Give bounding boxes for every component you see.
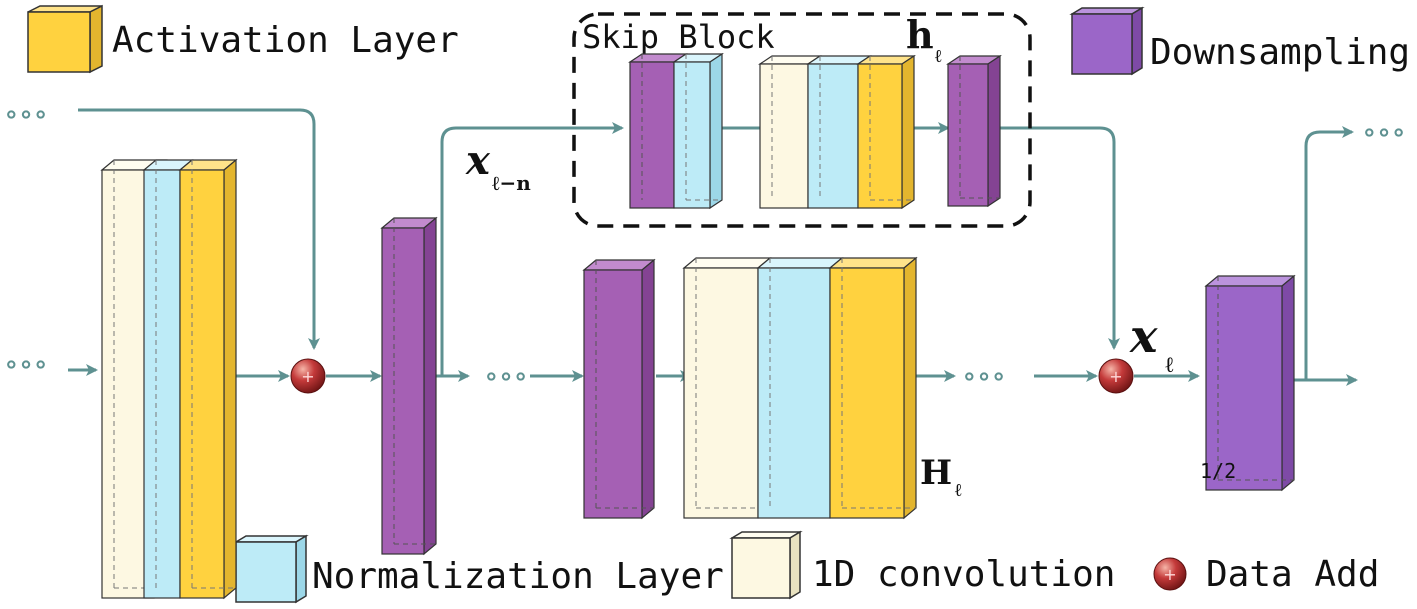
- x-prev-label: x ℓ−n: [465, 137, 531, 195]
- arrow-skip-branch: [440, 122, 624, 376]
- legend-activation-label: Activation Layer: [112, 20, 459, 61]
- skip-block: Skip Block: [572, 12, 1032, 228]
- x-label: x ℓ: [1129, 309, 1175, 378]
- half-label: 1/2: [1200, 459, 1236, 483]
- add-node-2: +: [1098, 358, 1134, 394]
- legend-normalization: Normalization Layer: [233, 534, 724, 604]
- arrow-final-branch: [1304, 126, 1354, 380]
- skip-norm-layer-1: [672, 52, 724, 210]
- svg-text:ℓ: ℓ: [954, 480, 963, 501]
- ellipsis-mid: ∘∘∘: [484, 359, 528, 394]
- skip-block-border: [572, 12, 1032, 228]
- svg-text:x: x: [465, 137, 491, 184]
- legend-conv1d: 1D convolution: [729, 530, 1115, 600]
- input-activation-layer: [178, 158, 238, 600]
- skip-block-title: Skip Block: [582, 18, 775, 56]
- skip-downsample-layer: [628, 53, 688, 209]
- legend-conv1d-label: 1D convolution: [812, 554, 1115, 595]
- main-norm-layer: [756, 257, 844, 519]
- legend-downsampling-label: Downsampling: [1150, 32, 1410, 73]
- svg-text:h: h: [906, 12, 934, 57]
- main-conv1d-layer: [682, 257, 772, 519]
- arrow-skip-output: [1000, 126, 1120, 350]
- legend-downsampling-swatch: [1069, 6, 1145, 76]
- svg-text:ℓ: ℓ: [1164, 353, 1175, 378]
- svg-text:+: +: [1163, 565, 1176, 584]
- ellipsis-right: ∘∘∘: [962, 359, 1006, 394]
- legend-normalization-swatch: [233, 534, 309, 604]
- skip-conv1d-layer: [758, 55, 822, 209]
- downsample-block-2: [582, 258, 656, 520]
- svg-text:+: +: [301, 367, 314, 386]
- svg-text:ℓ: ℓ: [934, 46, 943, 67]
- input-stack: [100, 158, 238, 600]
- ellipsis-output: ∘∘∘: [1362, 115, 1406, 150]
- legend-data-add: + Data Add: [1153, 554, 1379, 595]
- legend-data-add-label: Data Add: [1206, 554, 1379, 595]
- svg-text:H: H: [920, 453, 952, 493]
- ellipsis-left: ∘∘∘: [4, 347, 48, 382]
- arrow-top-input: [78, 108, 320, 350]
- add-node-1: +: [290, 358, 326, 394]
- skip-output-downsample: [946, 54, 1002, 208]
- downsample-block-1: [380, 216, 438, 556]
- final-downsample-block: 1/2: [1200, 274, 1296, 492]
- legend-add-icon: +: [1153, 557, 1187, 591]
- ellipsis-top-left: ∘∘∘: [4, 97, 48, 132]
- svg-text:x: x: [1129, 309, 1158, 363]
- main-activation-layer: [828, 256, 918, 520]
- main-stack: [682, 256, 918, 520]
- svg-text:+: +: [1109, 367, 1122, 386]
- h-label: h ℓ: [906, 12, 943, 67]
- legend-activation: Activation Layer: [27, 4, 459, 74]
- legend-conv1d-swatch: [729, 530, 803, 600]
- legend-downsampling: Downsampling: [1069, 6, 1410, 76]
- legend-normalization-label: Normalization Layer: [312, 556, 724, 597]
- input-norm-layer: [142, 159, 194, 599]
- H-label: H ℓ: [920, 453, 963, 501]
- skip-activation-layer: [856, 54, 916, 210]
- svg-text:ℓ−n: ℓ−n: [492, 171, 531, 195]
- legend-activation-swatch: [27, 4, 103, 74]
